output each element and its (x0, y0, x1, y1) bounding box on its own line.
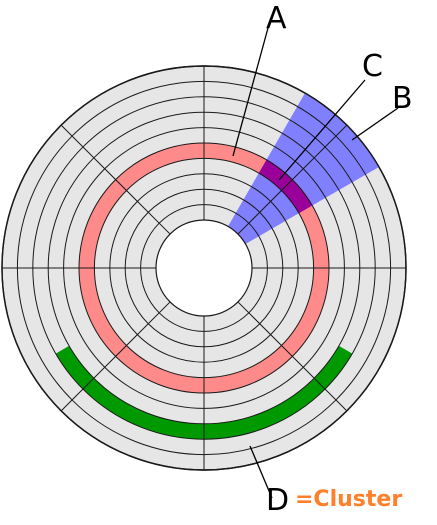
label-c: C (362, 49, 383, 84)
highlighted-cluster-d (55, 345, 353, 440)
leader-line-d (249, 445, 273, 499)
disk-grid-overlay (1, 65, 407, 471)
sector-boundary (237, 301, 348, 412)
label-a: A (266, 1, 287, 36)
sector-boundary (237, 124, 348, 235)
label-d: D (266, 483, 289, 518)
leader-line-c (278, 79, 366, 181)
spindle-hole (155, 219, 253, 317)
leader-line-b (351, 107, 399, 141)
leader-line-a (232, 27, 269, 157)
sector-boundary (60, 301, 171, 412)
label-b: B (392, 81, 413, 116)
sector-boundary (60, 124, 171, 235)
cluster-definition-note: =Cluster (295, 487, 402, 512)
